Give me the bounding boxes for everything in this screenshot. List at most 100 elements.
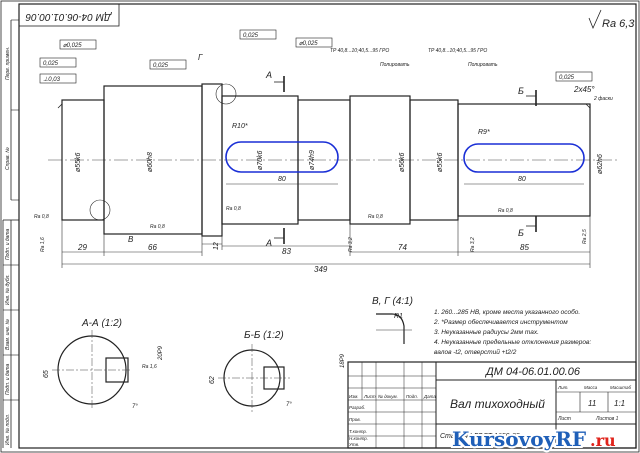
rough-1: Ra 1,6	[40, 237, 46, 252]
rough-3: Ra 0,8	[150, 224, 165, 230]
keyway-2	[463, 143, 585, 173]
watermark-suffix: .ru	[590, 431, 616, 450]
cut-b-top: Б	[518, 86, 524, 96]
sec-b-depth: 62	[209, 376, 216, 384]
tb-sheet-label: Лист	[557, 416, 571, 422]
side-label-0: Перв. примен.	[5, 47, 11, 80]
dim-29: 29	[77, 243, 87, 252]
dim-66: 66	[148, 243, 157, 252]
detail-circle-g	[215, 83, 237, 105]
rough-6: Ra 0,8	[498, 208, 513, 214]
side-label-3: Инв. № дубл.	[5, 274, 11, 305]
tb-label-sign: Подп.	[406, 394, 418, 399]
side-label-6: Инв. № подл.	[5, 414, 11, 445]
note-5: валов -t2, отверстий +t2/2	[434, 348, 517, 356]
hardness-1: TP 40,8...10;40,5...95 ГРО	[330, 48, 389, 54]
section-bb: Б-Б (1:2) 62 18P9 7°	[209, 330, 346, 412]
side-strip: Перв. примен. Справ. № Подп. и дата Инв.…	[2, 19, 19, 448]
side-label-2: Подп. и дата	[5, 228, 11, 260]
key1-len: 80	[278, 176, 286, 183]
roughness-general: Ra 6,3	[602, 18, 635, 30]
cut-b-bottom: Б	[518, 228, 524, 238]
dim-85: 85	[520, 243, 529, 252]
sec-b-key-w: 18P9	[340, 353, 346, 368]
detail-fillet: R1	[394, 313, 403, 320]
tb-label-utv: Утв.	[349, 442, 359, 447]
dim-12: 12	[213, 242, 220, 250]
note-2: 2. *Размер обеспечивается инструментом	[433, 318, 568, 326]
technical-notes: 1. 260...285 HB, кроме места указанного …	[433, 308, 591, 356]
section-bb-title: Б-Б (1:2)	[244, 330, 284, 341]
dia-6: ø55k6	[437, 152, 444, 172]
roughness-marks: Ra 1,6 Ra 0,8 Ra 0,8 Ra 0,8 Ra 0,8 Ra 0,…	[34, 206, 588, 252]
tb-material: Сталь 45 ГОСТ 1050-88	[440, 433, 520, 440]
length-dimensions: 29 66 12 83 74 85 349	[61, 216, 591, 274]
dia-4: ø74h9	[309, 150, 316, 170]
side-label-4: Взам. инв. №	[5, 318, 11, 350]
side-label-1: Справ. №	[5, 147, 11, 170]
tb-scale: 1:1	[614, 399, 625, 408]
tol-frame-3: ⊥0,03	[43, 76, 61, 83]
tol-frame-7: 0,025	[559, 75, 575, 81]
shaft-outline	[57, 83, 591, 237]
key1-radius: R10*	[232, 123, 248, 130]
dia-3: ø70k6	[257, 150, 264, 170]
keyways	[225, 141, 585, 173]
tol-frame-2: 0,025	[43, 61, 59, 67]
tol-frame-5: ⌀0,025	[299, 41, 318, 47]
section-aa: А-А (1:2) 65 20P9 7° Ra 1,6	[43, 318, 164, 410]
dia-5: ø56k6	[399, 152, 406, 172]
tb-label-tkontr: Т.контр.	[349, 429, 367, 434]
sec-a-rough: Ra 1,6	[142, 364, 157, 370]
sec-b-angle: 7°	[286, 402, 292, 408]
cut-a-bottom: А	[265, 238, 272, 248]
title-block: Изм. Лист № докум. Подп. Дата Разраб. Пр…	[347, 361, 637, 449]
tb-label-docnum: № докум.	[378, 394, 398, 399]
rotated-code: ДМ 04-06.01.00.06	[25, 11, 112, 22]
watermark-outline: KursovoyRF	[452, 427, 586, 451]
rough-5: Ra 0,8	[368, 214, 383, 220]
note-3: 3. Неуказанные радиусы 2мм max.	[434, 328, 539, 336]
mark-g: Г	[198, 53, 203, 62]
general-roughness: Ra 6,3	[588, 9, 635, 30]
tb-label-nkontr: Н.контр.	[349, 436, 368, 441]
tb-label-date: Дата	[423, 394, 436, 399]
side-label-5: Подп. и дата	[5, 363, 11, 395]
rough-7: Ra 3,2	[348, 237, 354, 252]
hardness-2: TP 40,8...10;40,5...95 ГРО	[428, 48, 487, 54]
chamfer-note: 2 фаски	[593, 96, 613, 102]
tol-frame-6: 0,025	[153, 63, 169, 69]
tb-sheets-label: Листов 1	[595, 416, 619, 422]
key2-len: 80	[518, 176, 526, 183]
inner-frame	[18, 3, 637, 449]
dia-2: ø60h8	[147, 152, 154, 172]
sec-a-depth: 65	[43, 370, 50, 378]
detail-circle-v	[89, 199, 111, 221]
tb-label-list: Лист	[363, 394, 376, 399]
key2-radius: R9*	[478, 129, 490, 136]
diameter-labels: ø55k6 ø60h8 ø70k6 ø74h9 ø56k6 ø55k6 ø62h…	[75, 150, 604, 174]
polished-1: Полировать	[380, 62, 410, 68]
watermark-text: KursovoyRF	[452, 427, 586, 451]
note-4: 4. Неуказанные предельные отклонения раз…	[434, 338, 591, 346]
watermark: KursovoyRF KursovoyRF .ru	[450, 425, 616, 453]
dim-83: 83	[282, 247, 291, 256]
note-1: 1. 260...285 HB, кроме места указанного …	[434, 308, 580, 316]
rough-8: Ra 3,2	[470, 237, 476, 252]
tb-label-prov: Пров.	[349, 417, 361, 422]
cut-markers: А А Б Б	[265, 70, 537, 248]
dim-overall: 349	[314, 265, 328, 274]
tb-label-razrab: Разраб.	[349, 405, 365, 410]
tb-label-izm: Изм.	[349, 394, 359, 399]
detail-vg-title: В, Г (4:1)	[372, 296, 413, 307]
section-aa-title: А-А (1:2)	[81, 318, 122, 329]
tb-scale-label: Масштаб	[610, 385, 631, 390]
rough-2: Ra 0,8	[34, 214, 49, 220]
sec-a-angle: 7°	[132, 404, 138, 410]
chamfer: 2x45°	[573, 85, 595, 94]
rough-4: Ra 0,8	[226, 206, 241, 212]
tol-frame-1: ⌀0,025	[63, 43, 82, 49]
rotated-code-box: ДМ 04-06.01.00.06	[18, 3, 120, 27]
tb-code: ДМ 04-06.01.00.06	[484, 366, 581, 378]
